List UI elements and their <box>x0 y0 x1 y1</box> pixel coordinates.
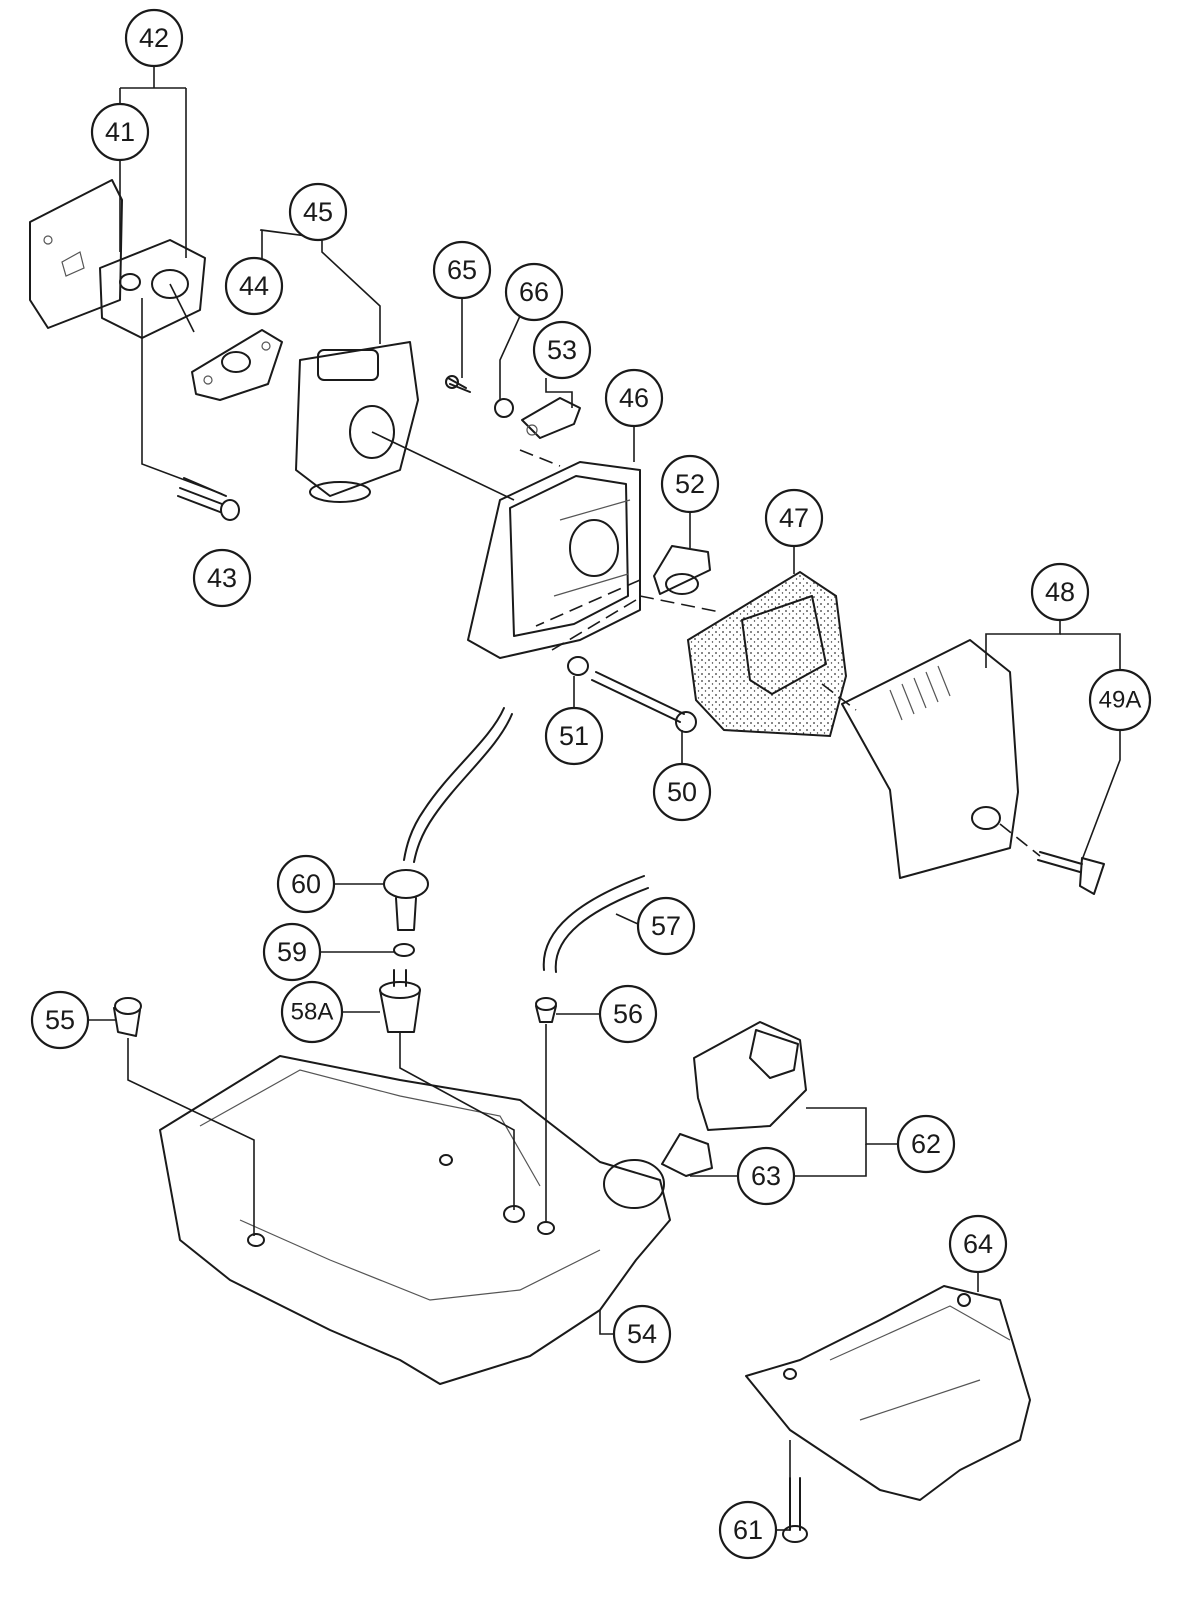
callout-64: 64 <box>948 1214 1008 1274</box>
callout-45: 45 <box>288 182 348 242</box>
callout-63: 63 <box>736 1146 796 1206</box>
bolt-43-part <box>177 477 240 521</box>
callout-41: 41 <box>90 102 150 162</box>
callout-48: 48 <box>1030 562 1090 622</box>
clip-59-part <box>393 943 415 957</box>
callout-49a: 49A <box>1088 668 1152 732</box>
callout-60-label: 60 <box>291 869 321 899</box>
callout-61: 61 <box>718 1500 778 1560</box>
callout-62-label: 62 <box>911 1129 941 1159</box>
callout-54: 54 <box>612 1304 672 1364</box>
callout-47-label: 47 <box>779 503 809 533</box>
callout-47: 47 <box>764 488 824 548</box>
fuel-cap-gasket-63-part <box>661 1133 713 1177</box>
callout-50-label: 50 <box>667 777 697 807</box>
carburetor-spacer-part <box>99 239 206 339</box>
callout-58a-label: 58A <box>291 999 334 1026</box>
air-cleaner-case-part <box>467 461 641 659</box>
bracket-64-part <box>745 1285 1031 1501</box>
fuel-tank-54-part <box>159 1055 671 1385</box>
callout-44-label: 44 <box>239 271 269 301</box>
vent-hose-57-part <box>542 875 649 973</box>
fuel-cap-62-part <box>693 1021 807 1131</box>
callout-53-label: 53 <box>547 335 577 365</box>
callout-55: 55 <box>30 990 90 1050</box>
fuel-filter-58a-part <box>379 969 421 1033</box>
grommet-55-part <box>113 997 142 1037</box>
washer-51-part <box>567 656 589 676</box>
fuel-hose-60-part <box>383 707 513 931</box>
screw-65-part <box>445 375 471 393</box>
callout-54-label: 54 <box>627 1319 657 1349</box>
screw-61-part <box>782 1477 808 1543</box>
air-cleaner-cover-48-part <box>841 639 1019 879</box>
callout-66: 66 <box>504 262 564 322</box>
callout-65-label: 65 <box>447 255 477 285</box>
callout-45-label: 45 <box>303 197 333 227</box>
callout-57: 57 <box>636 896 696 956</box>
callout-46-label: 46 <box>619 383 649 413</box>
callout-56-label: 56 <box>613 999 643 1029</box>
callout-57-label: 57 <box>651 911 681 941</box>
choke-plate-52-part <box>653 545 711 595</box>
carburetor-gasket-part <box>191 329 283 401</box>
callout-42-label: 42 <box>139 23 169 53</box>
callout-46: 46 <box>604 368 664 428</box>
callout-53: 53 <box>532 320 592 380</box>
callout-43: 43 <box>192 548 252 608</box>
callout-61-label: 61 <box>733 1515 763 1545</box>
carburetor-part <box>295 341 419 503</box>
callout-59: 59 <box>262 922 322 982</box>
callout-58a: 58A <box>280 980 344 1044</box>
callout-62: 62 <box>896 1114 956 1174</box>
callout-66-label: 66 <box>519 277 549 307</box>
callout-50: 50 <box>652 762 712 822</box>
vent-56-part <box>535 997 557 1023</box>
callout-52: 52 <box>660 454 720 514</box>
callout-60: 60 <box>276 854 336 914</box>
callout-64-label: 64 <box>963 1229 993 1259</box>
insulator-plate-part <box>29 179 123 329</box>
callout-44: 44 <box>224 256 284 316</box>
callout-49a-label: 49A <box>1099 687 1142 714</box>
callout-63-label: 63 <box>751 1161 781 1191</box>
washer-66-part <box>494 398 514 418</box>
assembly-axis-lines <box>519 449 1041 857</box>
leader-lines <box>88 59 1121 1531</box>
callout-65: 65 <box>432 240 492 300</box>
callout-56: 56 <box>598 984 658 1044</box>
choke-lever-53-part <box>521 397 581 439</box>
callout-42: 42 <box>124 8 184 68</box>
callout-51: 51 <box>544 706 604 766</box>
bolt-50-part <box>591 671 697 733</box>
callout-41-label: 41 <box>105 117 135 147</box>
air-filter-47-part <box>686 570 848 738</box>
callout-59-label: 59 <box>277 937 307 967</box>
callout-52-label: 52 <box>675 469 705 499</box>
callout-48-label: 48 <box>1045 577 1075 607</box>
callout-labels: 42 41 45 44 65 66 53 46 52 47 43 48 49A … <box>30 8 1152 1560</box>
callout-55-label: 55 <box>45 1005 75 1035</box>
bolt-49a-part <box>1037 851 1105 895</box>
callout-43-label: 43 <box>207 563 237 593</box>
callout-51-label: 51 <box>559 721 589 751</box>
